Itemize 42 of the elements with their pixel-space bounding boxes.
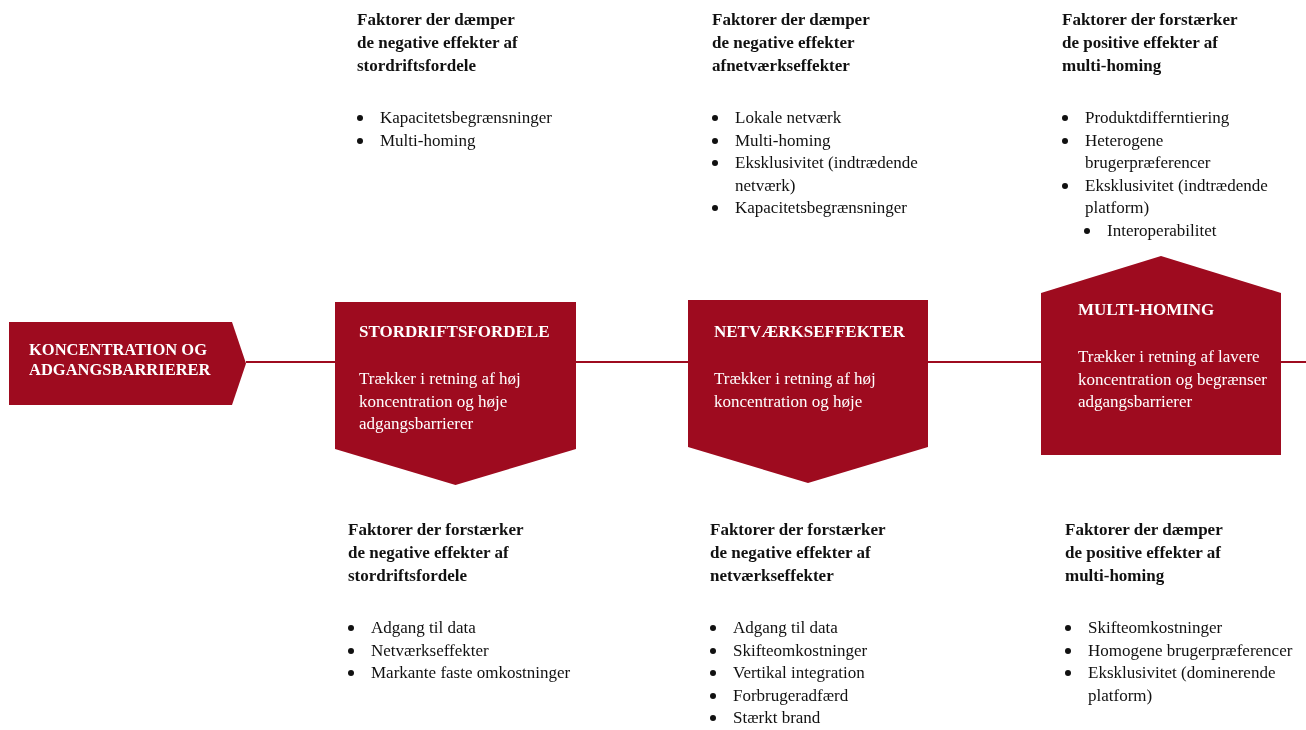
box-description: Trækker i retning af høj koncentration og høje adgangsbarrierer [359, 368, 522, 435]
column-heading: Faktorer der forstærker de negative effekter af stordriftsfordele [348, 519, 525, 587]
bullet-item: Kapacitetsbegrænsninger [735, 198, 907, 217]
bullet-item: Multi-homing [735, 130, 831, 150]
bullet-item: Adgang til data [733, 618, 838, 637]
process-box [335, 302, 576, 485]
box-title: STORDRIFTSFORDELE [359, 322, 551, 342]
bullet-item: Heterogene brugerpræferencer [1085, 130, 1211, 172]
column-heading: Faktorer der dæmper de negative effekter af stordriftsfordele [357, 9, 519, 77]
column-heading: Faktorer der forstærker de positive effekter af multi-homing [1062, 9, 1239, 77]
bullet-item: Markante faste omkostninger [371, 663, 571, 682]
bullet-item: Eksklusivitet (dominerende platform) [1088, 663, 1276, 705]
bullet-item: Produktdifferntiering [1085, 108, 1230, 127]
node-title: KONCENTRATION OG ADGANGSBARRIERER [29, 340, 212, 380]
connector-line [245, 361, 336, 363]
bullet-item: Eksklusivitet (indtrædende platform) [1085, 175, 1268, 217]
box-description: Trækker i retning af lavere koncentration og begrænser adgangsbarrierer [1078, 346, 1268, 413]
box-description: Trækker i retning af høj koncentration og høje [714, 368, 877, 413]
bullet-item: Vertikal integration [733, 663, 865, 682]
bullet-item: Eksklusivitet (indtrædende netværk) [735, 153, 918, 195]
bullet-item: Adgang til data [371, 618, 476, 637]
column-heading: Faktorer der forstærker de negative effekter af netværkseffekter [710, 519, 887, 587]
bullet-item: Skifteomkostninger [1088, 618, 1223, 637]
chevron-shape [9, 322, 246, 405]
column-heading: Faktorer der dæmper de negative effekter afnetværkseffekter [712, 9, 871, 77]
connector-line [1280, 361, 1306, 363]
connector-line [575, 361, 689, 363]
bullet-item: Forbrugeradfærd [733, 685, 849, 705]
process-box [688, 300, 928, 483]
bullet-item: Multi-homing [380, 130, 476, 150]
bullet-item: Kapacitetsbegrænsninger [380, 108, 552, 127]
bullet-item: Lokale netværk [735, 108, 842, 127]
process-box [1041, 256, 1281, 455]
bullet-item: Stærkt brand [733, 708, 821, 727]
box-title: NETVÆRKSEFFEKTER [714, 322, 906, 342]
box-title: MULTI-HOMING [1078, 300, 1216, 320]
bullet-item: Homogene brugerpræferencer [1088, 640, 1293, 660]
column-heading: Faktorer der dæmper de positive effekter af multi-homing [1065, 519, 1224, 587]
bullet-item: Netværkseffekter [371, 640, 489, 660]
bullet-item: Skifteomkostninger [733, 640, 868, 660]
bullet-item: Interoperabilitet [1107, 220, 1217, 240]
connector-line [927, 361, 1042, 363]
